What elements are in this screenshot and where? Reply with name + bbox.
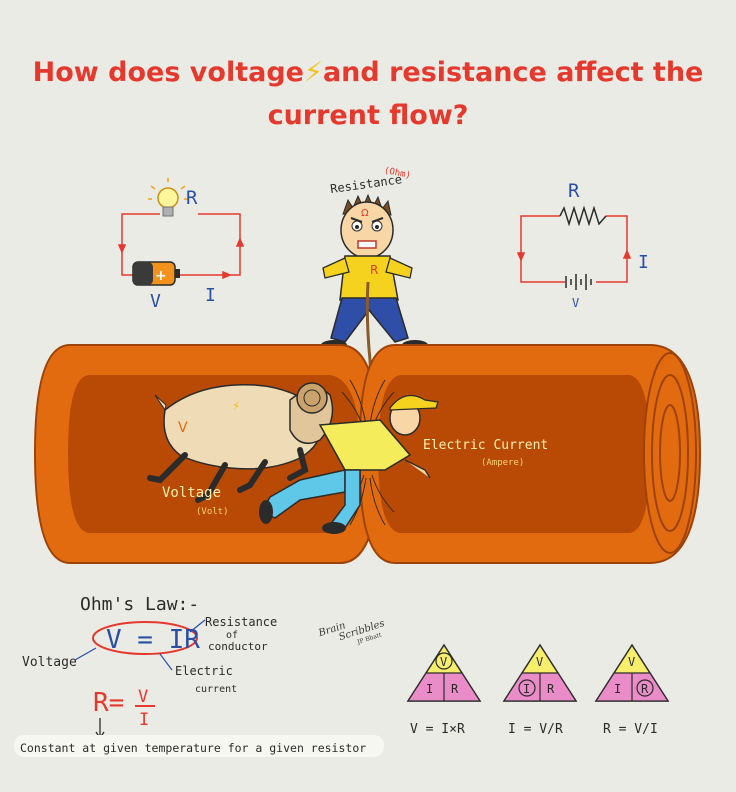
battery-icon: + <box>132 261 180 286</box>
r-formula-left: R= <box>93 688 124 718</box>
voltage-side-label: Voltage <box>22 655 77 670</box>
left-circuit-wire <box>121 213 241 276</box>
cell-battery-icon <box>565 274 592 290</box>
ohms-law-equation: V = IR <box>106 625 200 655</box>
formula-2: I = V/R <box>508 722 563 737</box>
left-circuit-v-label: V <box>150 291 161 312</box>
triangle-2-left: I <box>523 682 530 696</box>
resistance-side-label-3: conductor <box>208 640 268 653</box>
title-text-b: and resistance affect the <box>322 57 704 88</box>
title-text-a: How does voltage <box>32 57 304 88</box>
r-formula-num: V <box>138 687 148 707</box>
goat-letter: V <box>178 420 188 436</box>
current-label: Electric Current <box>423 438 548 453</box>
ohms-law-heading: Ohm's Law:- <box>80 594 199 615</box>
triangle-2-right: R <box>547 682 555 696</box>
right-arrow-icon <box>222 270 232 280</box>
triangle-1-right: R <box>451 682 459 696</box>
current-shoe-2 <box>322 522 346 534</box>
voltage-unit: (Volt) <box>196 507 229 517</box>
resistor-zigzag-icon <box>559 205 607 227</box>
right-circuit-wire-left <box>520 215 565 283</box>
resistance-shirt <box>339 255 399 301</box>
page-title-line1: How does voltage⚡and resistance affect t… <box>0 52 736 94</box>
bulb-icon <box>148 178 188 217</box>
right-circuit-r-label: R <box>568 180 580 202</box>
triangle-1-left: I <box>426 682 433 696</box>
goat-horn <box>296 382 328 414</box>
triangle-3-top: V <box>628 655 635 669</box>
gritted-teeth <box>357 240 377 249</box>
pipe-right-inside <box>378 375 650 533</box>
constant-note-bg <box>14 735 384 757</box>
goat-lightning-icon: ⚡ <box>232 399 240 413</box>
current-shirt <box>318 419 412 471</box>
triangle-1-top: V <box>440 655 447 669</box>
left-circuit-r-label: R <box>186 187 198 209</box>
current-unit: (Ampere) <box>481 458 524 468</box>
right-circuit <box>516 205 632 283</box>
svg-text:+: + <box>155 268 167 284</box>
triangle-3-right: R <box>641 682 649 696</box>
voltage-goat: V ⚡ <box>147 382 334 503</box>
current-shoe-1 <box>259 500 273 524</box>
triangle-2-top: V <box>536 655 543 669</box>
current-person <box>259 394 439 534</box>
resistance-side-label-2: of <box>226 630 238 641</box>
voltage-label: Voltage <box>162 485 221 501</box>
hard-hat-icon <box>389 394 439 411</box>
head-ohm-symbol: Ω <box>361 208 369 219</box>
shirt-letter: R <box>370 263 378 277</box>
current-side-label-1: Electric <box>175 664 233 678</box>
signature: Brain Scribbles JP Bhatt <box>316 618 386 646</box>
left-arrow-icon <box>117 244 127 254</box>
left-circuit <box>117 213 245 280</box>
formula-1: V = I×R <box>410 722 465 737</box>
right-circuit-i-label: I <box>638 252 649 273</box>
r-formula-den: I <box>139 710 149 730</box>
right-down-arrow-icon <box>516 252 526 262</box>
constant-note: Constant at given temperature for a give… <box>20 741 366 755</box>
left-circuit-i-label: I <box>205 285 216 306</box>
up-arrow-icon <box>235 237 245 247</box>
right-circuit-v-label: V <box>572 296 579 310</box>
resistance-side-label-1: Resistance <box>205 615 277 629</box>
triangle-3: V I R <box>594 643 670 702</box>
lightning-icon: ⚡ <box>303 57 323 88</box>
right-up-arrow-icon <box>622 249 632 259</box>
resistance-character: Ω R <box>321 193 428 431</box>
resistance-pants <box>330 297 409 343</box>
right-circuit-wire-right <box>596 215 628 283</box>
current-side-label-2: current <box>195 684 237 695</box>
triangle-2: V I R <box>502 643 578 702</box>
circle-highlight <box>435 652 453 670</box>
triangle-1: V I R <box>406 643 482 702</box>
circle-highlight <box>636 679 654 697</box>
circle-highlight <box>518 679 536 697</box>
page-title-line2: current flow? <box>267 100 469 131</box>
triangle-3-left: I <box>614 682 621 696</box>
formula-3: R = V/I <box>603 722 658 737</box>
equation-oval <box>92 621 198 655</box>
